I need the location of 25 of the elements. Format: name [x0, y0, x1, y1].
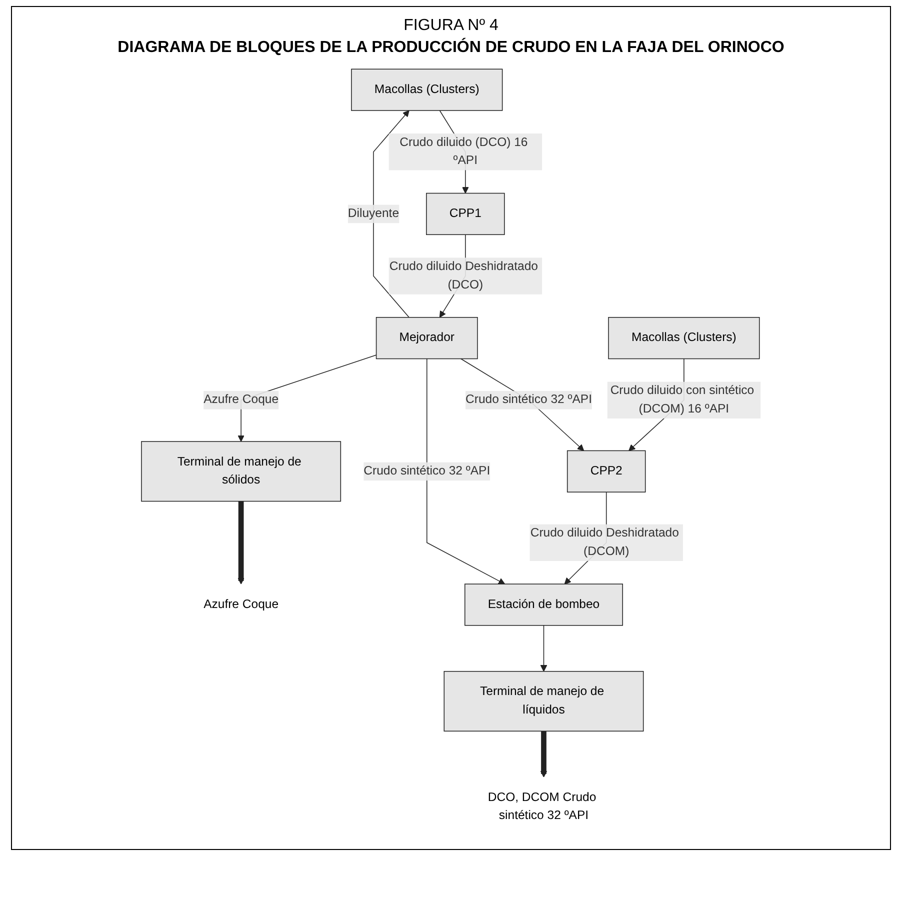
figure-number: FIGURA Nº 4 — [402, 17, 500, 35]
node-box: Terminal de manejo de sólidos — [141, 441, 342, 502]
node-box: CPP2 — [566, 450, 646, 492]
diagram-title: DIAGRAMA DE BLOQUES DE LA PRODUCCIÓN DE CRUDO EN LA FAJA DEL ORINOCO — [116, 39, 786, 57]
node-text: Azufre Coque — [204, 598, 279, 611]
arrow — [238, 501, 244, 584]
node-box: CPP1 — [426, 192, 505, 236]
edge-label: Diluyente — [348, 207, 400, 220]
edge-label: Crudo diluido Deshidratado (DCO) — [389, 260, 538, 292]
edge-label: Crudo diluido (DCO) 16 ºAPI — [400, 136, 528, 168]
edge-label: Crudo diluido con sintético (DCOM) 16 ºAPI — [610, 384, 754, 416]
node-box: Macollas (Clusters) — [608, 317, 760, 360]
node-box: Estación de bombeo — [464, 584, 623, 626]
node-box: Terminal de manejo de líquidos — [444, 670, 644, 732]
edge-label: Crudo diluido Deshidratado (DCOM) — [530, 526, 679, 558]
arrow — [373, 110, 410, 318]
edge-label: Crudo sintético 32 ºAPI — [466, 393, 592, 406]
arrow — [540, 731, 548, 778]
node-box: Macollas (Clusters) — [351, 68, 503, 111]
edge-label: Crudo sintético 32 ºAPI — [364, 464, 490, 478]
edge-label: Azufre Coque — [204, 393, 279, 406]
arrow — [540, 625, 548, 672]
node-text: DCO, DCOM Crudo sintético 32 ºAPI — [488, 790, 596, 822]
node-box: Mejorador — [376, 317, 478, 360]
arrow — [426, 358, 506, 584]
